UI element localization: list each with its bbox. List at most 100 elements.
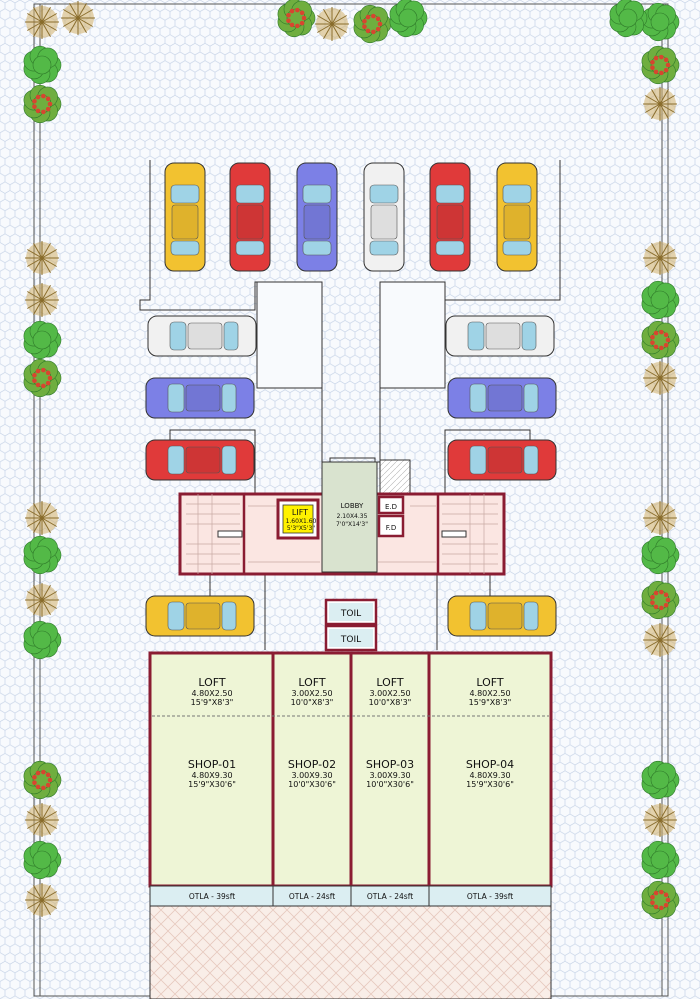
- shop-03-imperial: 10'0"X30'6": [366, 780, 414, 789]
- forecourt-paving: [149, 905, 552, 999]
- car-red: [429, 162, 471, 272]
- shop-01-loft-imperial: 15'9"X8'3": [191, 698, 234, 707]
- lift-imperial: 5'3"X5'3": [287, 525, 315, 532]
- shop-04-loft-metric: 4.80X2.50: [469, 689, 510, 698]
- toilet-1-label: TOIL: [340, 609, 361, 619]
- tree-green: [641, 840, 680, 880]
- shop-03-loft-imperial: 10'0"X8'3": [369, 698, 412, 707]
- tree-tan: [61, 1, 95, 35]
- shop-04-otla: OTLA - 39sft: [467, 892, 513, 901]
- tree-green: [641, 760, 680, 800]
- car-blue: [145, 377, 255, 419]
- shop-02-name: SHOP-02: [288, 758, 336, 771]
- shop-04-metric: 4.80X9.30: [469, 771, 510, 780]
- lobby-room: [321, 461, 378, 573]
- car-yellow: [447, 595, 557, 637]
- car-yellow: [145, 595, 255, 637]
- landscape-trees: [23, 0, 680, 920]
- tree-red: [641, 580, 680, 620]
- shop-03: LOFT 3.00X2.50 10'0"X8'3" SHOP-03 3.00X9…: [366, 676, 414, 901]
- shop-03-metric: 3.00X9.30: [369, 771, 410, 780]
- shop-02-loft-metric: 3.00X2.50: [291, 689, 332, 698]
- ramp-lines-left: [169, 429, 266, 650]
- shop-01-name: SHOP-01: [188, 758, 236, 771]
- shop-01-loft-metric: 4.80X2.50: [191, 689, 232, 698]
- parking-island-left: [256, 281, 323, 389]
- tree-green: [641, 280, 680, 320]
- shop-03-loft: LOFT: [376, 676, 404, 689]
- toilet-2-label: TOIL: [340, 635, 361, 645]
- ed-label: E.D: [385, 503, 397, 511]
- tree-red: [23, 84, 62, 124]
- tree-tan: [643, 241, 677, 275]
- tree-green: [23, 320, 62, 360]
- shop-04-name: SHOP-04: [466, 758, 514, 771]
- tree-green: [23, 535, 62, 575]
- car-red: [447, 439, 557, 481]
- tree-tan: [25, 501, 59, 535]
- shop-01-loft: LOFT: [198, 676, 226, 689]
- toilet-2-floor: [329, 629, 373, 647]
- ramp-lines-right: [436, 429, 531, 650]
- tree-red: [353, 4, 392, 44]
- lobby-metric: 2.10X4.35: [337, 513, 368, 520]
- stair-treads-right: [378, 494, 498, 574]
- shop-04-loft: LOFT: [476, 676, 504, 689]
- tree-tan: [643, 361, 677, 395]
- tree-green: [23, 840, 62, 880]
- car-blue: [296, 162, 338, 272]
- tree-tan: [25, 5, 59, 39]
- tree-tan: [643, 623, 677, 657]
- car-red: [229, 162, 271, 272]
- lift-metric: 1.60X1.60: [286, 518, 317, 525]
- shop-01-imperial: 15'9"X30'6": [188, 780, 236, 789]
- tree-green: [23, 620, 62, 660]
- shop-04: LOFT 4.80X2.50 15'9"X8'3" SHOP-04 4.80X9…: [466, 676, 514, 901]
- shop-02-imperial: 10'0"X30'6": [288, 780, 336, 789]
- tree-green: [641, 535, 680, 575]
- stair-landing-left: [217, 530, 243, 538]
- tree-green: [23, 45, 62, 85]
- tree-red: [641, 320, 680, 360]
- stair-head: [379, 459, 411, 497]
- shop-02-otla: OTLA - 24sft: [289, 892, 335, 901]
- fd-label: F.D: [386, 524, 397, 532]
- car-red: [145, 439, 255, 481]
- tree-red: [23, 760, 62, 800]
- tree-red: [641, 880, 680, 920]
- parking-island-right: [379, 281, 446, 389]
- shop-03-otla: OTLA - 24sft: [367, 892, 413, 901]
- ed-duct: [377, 495, 405, 515]
- shop-01: LOFT 4.80X2.50 15'9"X8'3" SHOP-01 4.80X9…: [188, 676, 236, 901]
- tree-red: [277, 0, 316, 38]
- tree-green: [641, 2, 680, 42]
- lobby-imperial: 7'0"X14'3": [336, 521, 368, 528]
- tree-tan: [643, 803, 677, 837]
- tree-red: [23, 358, 62, 398]
- shop-03-loft-metric: 3.00X2.50: [369, 689, 410, 698]
- shop-02-loft: LOFT: [298, 676, 326, 689]
- tree-green: [389, 0, 428, 38]
- lift-label: LIFT: [292, 508, 308, 517]
- car-white: [445, 315, 555, 357]
- tree-green: [609, 0, 648, 38]
- tree-tan: [25, 883, 59, 917]
- tree-tan: [25, 241, 59, 275]
- car-yellow: [496, 162, 538, 272]
- shop-04-imperial: 15'9"X30'6": [466, 780, 514, 789]
- car-blue: [447, 377, 557, 419]
- shop-01-otla: OTLA - 39sft: [189, 892, 235, 901]
- tree-tan: [643, 87, 677, 121]
- shop-03-name: SHOP-03: [366, 758, 414, 771]
- lobby-label: LOBBY: [341, 502, 364, 510]
- fd-duct: [377, 514, 405, 538]
- stair-treads-left: [186, 494, 320, 574]
- car-white: [147, 315, 257, 357]
- shop-02-loft-imperial: 10'0"X8'3": [291, 698, 334, 707]
- parked-cars: [145, 162, 557, 637]
- car-yellow: [164, 162, 206, 272]
- tree-tan: [25, 583, 59, 617]
- shop-01-metric: 4.80X9.30: [191, 771, 232, 780]
- toilet-1-floor: [329, 603, 373, 621]
